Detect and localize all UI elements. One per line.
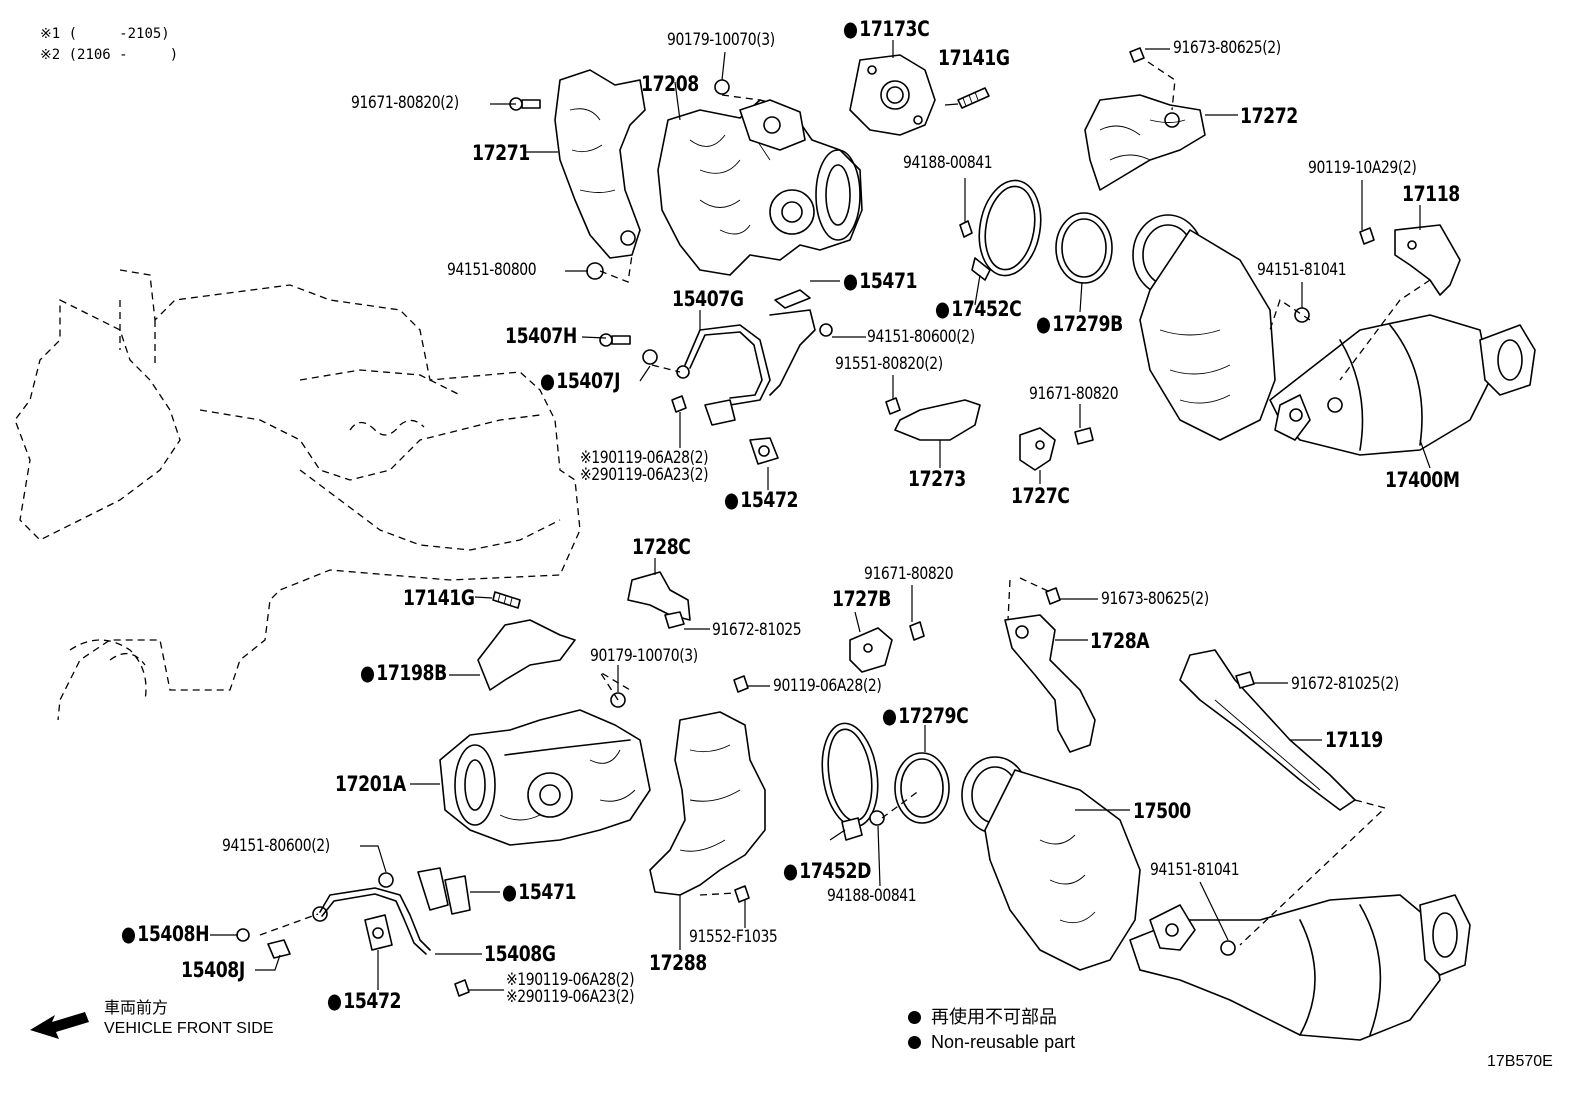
bullet-icon [908, 1011, 921, 1024]
part-label: 17279B [1036, 314, 1123, 335]
note-2: ※2 (2106 - ) [40, 47, 179, 63]
part-label: 15407G [672, 287, 744, 311]
part-label: 17288 [649, 951, 707, 975]
part-label: 15408G [484, 942, 556, 966]
part-label: 94151-81041 [1150, 860, 1240, 880]
stud-17141g-top [957, 87, 990, 109]
part-label: 15472 [327, 991, 401, 1012]
part-label: 17198B [360, 663, 447, 684]
part-label: 94151-80600(2) [867, 327, 975, 347]
part-label: 94151-81041 [1257, 260, 1347, 280]
part-label: 17141G [403, 586, 475, 610]
part-label: 17119 [1325, 728, 1383, 752]
part-label: 91672-81025 [712, 620, 802, 640]
heat-insulator-17272 [1084, 94, 1206, 191]
part-label: 17452C [935, 299, 1022, 320]
part-label: 15472 [724, 490, 798, 511]
part-label: 17141G [938, 46, 1010, 70]
direction-en: VEHICLE FRONT SIDE [104, 1020, 274, 1037]
bullet-icon [908, 1036, 921, 1049]
heat-insulator-17271 [554, 69, 646, 259]
part-label: 91551-80820(2) [835, 354, 943, 374]
bracket-1727b [849, 627, 893, 673]
part-label: 91552-F1035 [689, 927, 778, 947]
turbocharger-17208 [657, 99, 863, 276]
diagram-code: 17B570E [1487, 1053, 1553, 1070]
clamp-17452d [821, 722, 879, 841]
part-label: 94188-00841 [903, 153, 993, 173]
part-label: 91672-81025(2) [1291, 674, 1399, 694]
converter-17400m [1132, 214, 1536, 456]
part-label: 17272 [1240, 104, 1298, 128]
direction-jp: 車両前方 [104, 1000, 169, 1017]
gasket-17173c [849, 54, 936, 136]
part-label: 17279C [882, 706, 969, 727]
part-label: 1728A [1090, 629, 1150, 653]
part-label: 91671-80820 [1029, 384, 1119, 404]
part-label: 15407J [540, 371, 620, 392]
oil-pipe-15407g [676, 289, 816, 426]
part-label: 90119-06A28(2) [773, 676, 882, 696]
part-label: 15471 [502, 882, 576, 903]
fasteners-lower [236, 587, 1255, 997]
oil-pipe-15408g [312, 867, 471, 955]
part-label: 17173C [843, 19, 930, 40]
part-label: 91673-80625(2) [1173, 38, 1281, 58]
front-arrow-icon [30, 1012, 89, 1039]
legend-jp-text: 再使用不可部品 [931, 1007, 1057, 1027]
clamp-17452c [971, 179, 1042, 281]
part-label: ※190119-06A28(2) [506, 970, 635, 990]
assembly-dashed-lines [259, 61, 1431, 946]
part-label: 1727B [832, 587, 892, 611]
part-label: 91673-80625(2) [1101, 589, 1209, 609]
legend-en-text: Non-reusable part [931, 1032, 1076, 1052]
heat-insulator-17198b [477, 619, 576, 691]
part-label: 15471 [843, 271, 917, 292]
part-label: 1727C [1011, 484, 1070, 508]
part-label: 90179-10070(3) [590, 646, 698, 666]
legend-en: Non-reusable part [908, 1033, 1075, 1051]
part-label: 15408J [181, 958, 245, 982]
bracket-1727c [1019, 427, 1056, 471]
part-label: 94188-00841 [827, 886, 917, 906]
bracket-17273 [894, 399, 981, 441]
part-label: ※190119-06A28(2) [580, 448, 709, 468]
converter-17500 [961, 756, 1471, 1041]
stud-17141g-mid [492, 591, 521, 609]
part-label: 15408H [121, 924, 209, 945]
part-label: 17201A [335, 772, 406, 796]
part-label: 94151-80800 [447, 260, 537, 280]
part-label: 17271 [472, 141, 530, 165]
heat-insulator-1728c [627, 571, 691, 621]
turbocharger-17201a [439, 709, 651, 846]
bracket-17118 [1394, 224, 1461, 296]
part-label: 17400M [1385, 468, 1460, 492]
brace-17119 [1179, 649, 1356, 811]
part-label: 17500 [1133, 799, 1191, 823]
legend-jp: 再使用不可部品 [908, 1008, 1057, 1026]
fasteners-upper [509, 47, 1375, 465]
part-label: 90179-10070(3) [667, 30, 775, 50]
part-label: 1728C [632, 535, 691, 559]
part-label: 90119-10A29(2) [1308, 158, 1417, 178]
leader-lines [210, 40, 1431, 991]
engine-outline [14, 269, 581, 721]
part-label: 15407H [505, 324, 577, 348]
part-label: 17118 [1402, 182, 1460, 206]
gasket-17279b [1055, 212, 1113, 284]
heat-insulator-17288 [649, 711, 766, 896]
heat-insulator-1728a [1004, 614, 1096, 753]
part-label: 91671-80820(2) [351, 93, 459, 113]
part-label: 17273 [908, 467, 966, 491]
note-1: ※1 ( -2105) [40, 26, 170, 42]
part-label: 91671-80820 [864, 564, 954, 584]
part-label: ※290119-06A23(2) [506, 987, 635, 1007]
part-label: 94151-80600(2) [222, 836, 330, 856]
part-label: ※290119-06A23(2) [580, 465, 709, 485]
part-label: 17208 [641, 72, 699, 96]
part-label: 17452D [783, 861, 871, 882]
gasket-17279c [894, 752, 950, 824]
